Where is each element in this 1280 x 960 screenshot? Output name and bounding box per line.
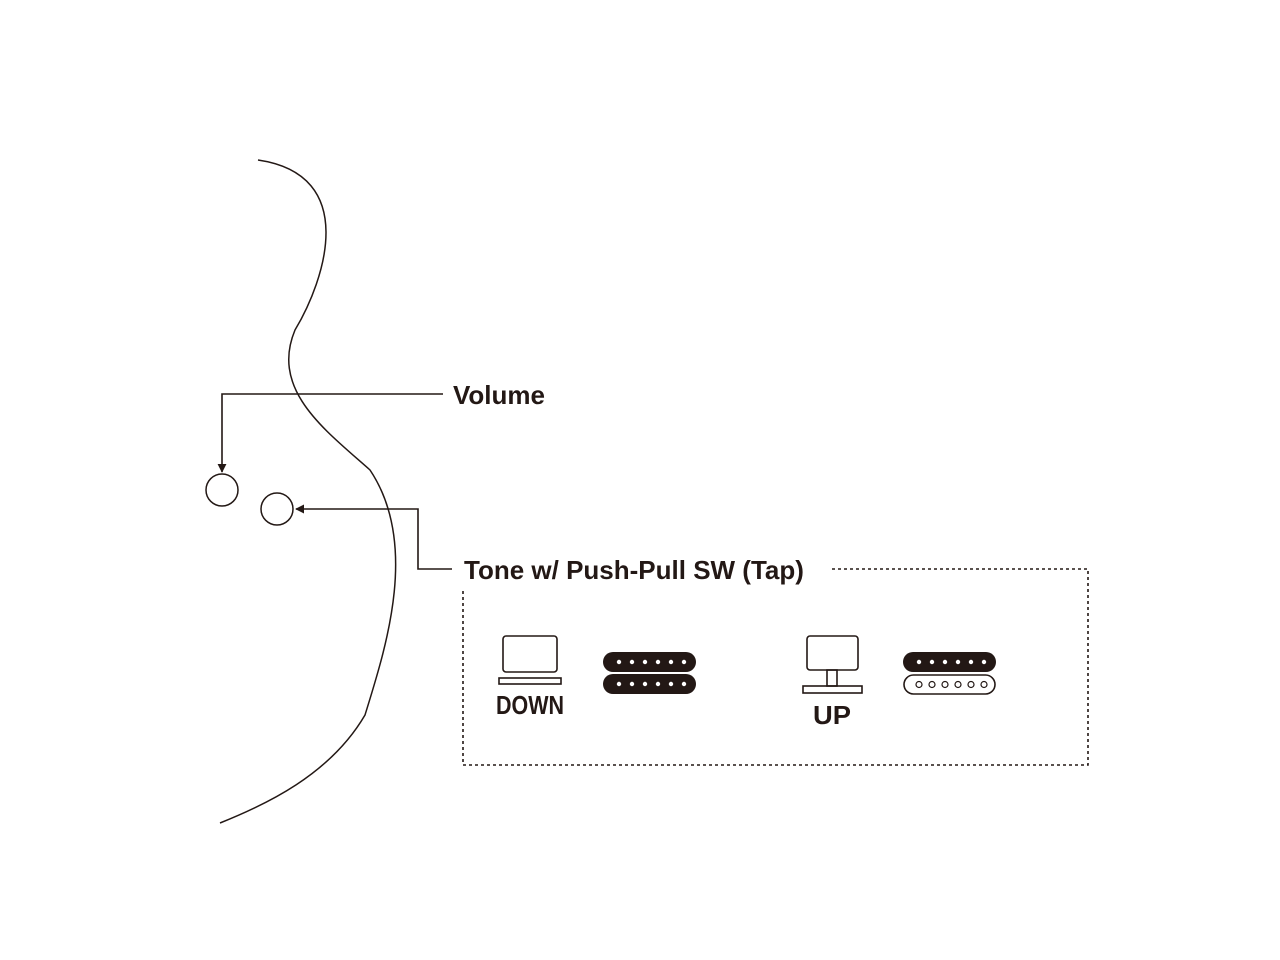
switch-states-box <box>462 568 1089 766</box>
tone-label: Tone w/ Push-Pull SW (Tap) <box>464 555 804 585</box>
guitar-body-outline <box>219 159 397 824</box>
push-pull-knob-up-icon <box>802 635 863 694</box>
push-pull-knob-down-icon <box>498 635 562 685</box>
humbucker-pickup-icon <box>603 652 696 694</box>
volume-knob-icon <box>205 473 239 507</box>
tone-knob-icon <box>260 492 294 526</box>
switch-down-label: DOWN <box>496 690 564 720</box>
tone-leader-line <box>295 504 452 570</box>
humbucker-tapped-pickup-icon <box>903 652 996 695</box>
switch-up-label: UP <box>813 700 851 730</box>
volume-label: Volume <box>453 380 545 410</box>
volume-leader-line <box>217 393 443 473</box>
